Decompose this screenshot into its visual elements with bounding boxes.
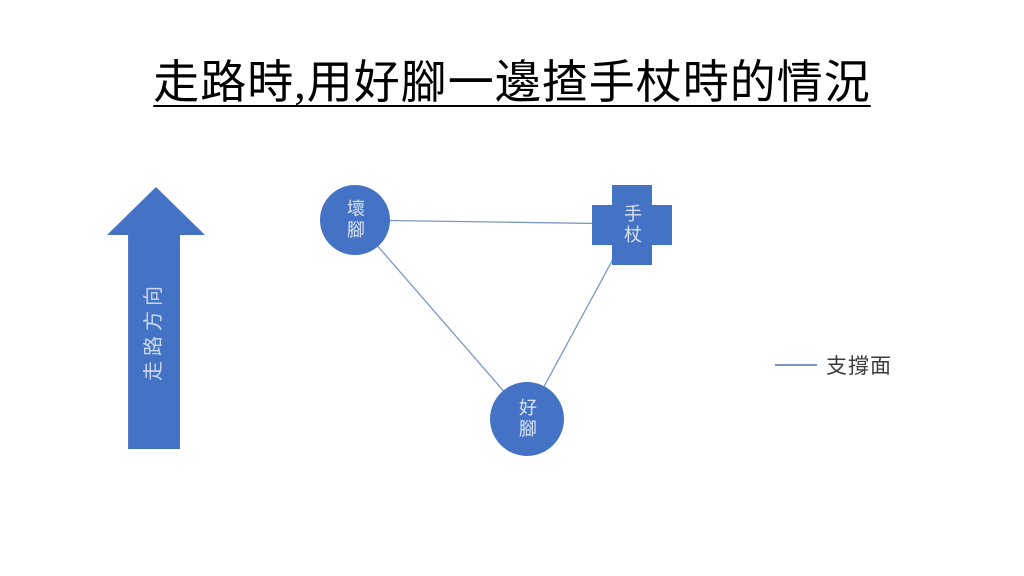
connector-badfoot-goodfoot xyxy=(354,219,528,419)
legend: 支撐面 xyxy=(775,350,892,380)
node-cane-label: 手杖 xyxy=(622,204,642,246)
node-good-foot-label: 好腳 xyxy=(517,398,537,440)
legend-label: 支撐面 xyxy=(826,354,892,378)
legend-line-sample xyxy=(775,364,817,366)
node-bad-foot-label: 壞腳 xyxy=(345,199,365,241)
node-bad-foot[interactable]: 壞腳 xyxy=(320,185,390,255)
slide-title: 走路時,用好腳一邊揸手杖時的情況 xyxy=(153,57,871,108)
node-good-foot[interactable]: 好腳 xyxy=(490,382,564,456)
connector-badfoot-cane xyxy=(354,219,633,225)
